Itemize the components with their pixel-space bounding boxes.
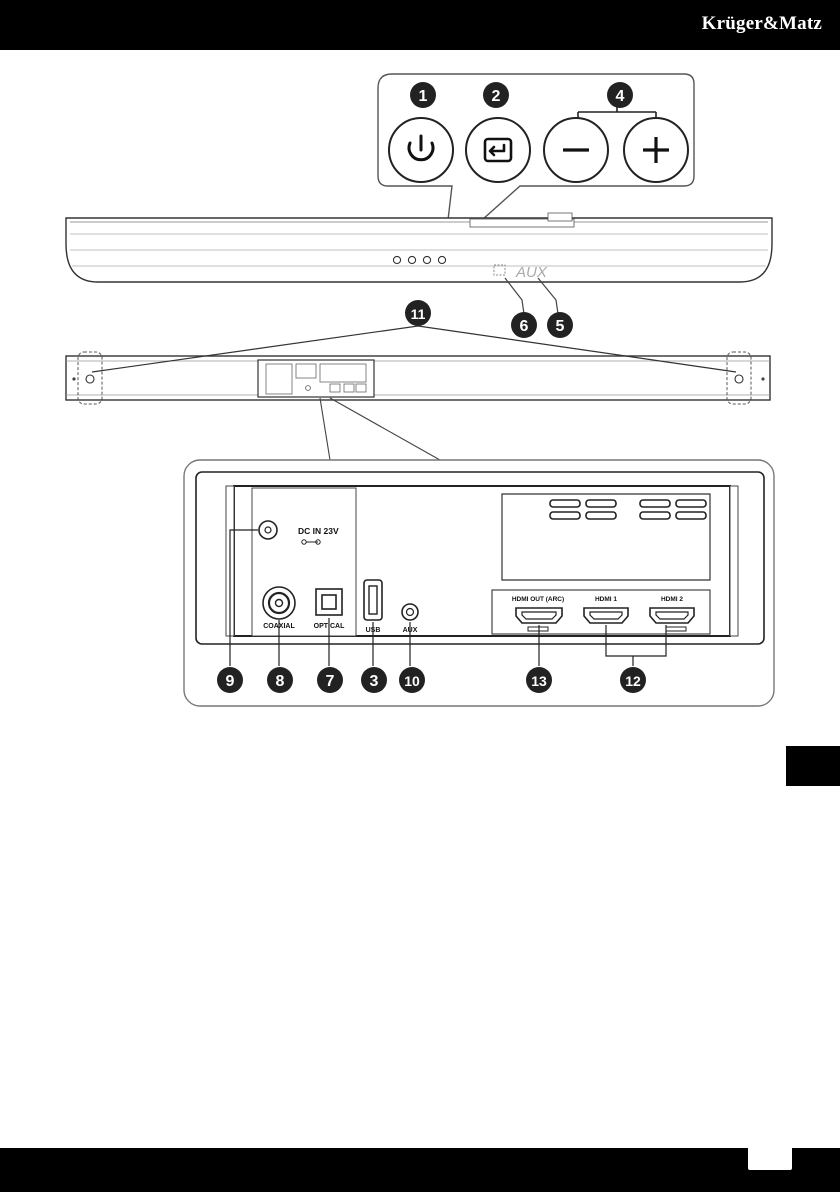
source-button[interactable] <box>466 118 530 182</box>
callout-13: 13 <box>526 667 552 693</box>
callout-4: 4 <box>607 82 633 108</box>
callout-11: 11 <box>405 300 431 326</box>
volume-down-button[interactable] <box>544 118 608 182</box>
svg-text:8: 8 <box>276 673 285 690</box>
soundbar-front-view: AUX <box>66 213 772 314</box>
callout-3: 3 <box>361 667 387 693</box>
svg-text:12: 12 <box>625 673 641 689</box>
svg-text:9: 9 <box>226 673 235 690</box>
callout-6: 6 <box>511 312 537 338</box>
svg-text:5: 5 <box>556 318 565 335</box>
soundbar-rear-view <box>66 326 770 460</box>
svg-text:13: 13 <box>531 673 547 689</box>
hdmi1-label: HDMI 1 <box>595 596 617 603</box>
footer-bar <box>0 1148 840 1192</box>
svg-text:4: 4 <box>616 88 625 105</box>
svg-text:2: 2 <box>492 88 501 105</box>
power-button[interactable] <box>389 118 453 182</box>
aux-indicator: AUX <box>515 264 548 281</box>
svg-text:11: 11 <box>411 306 426 322</box>
callout-12: 12 <box>620 667 646 693</box>
svg-text:1: 1 <box>419 88 428 105</box>
hdmi-out-label: HDMI OUT (ARC) <box>512 596 564 603</box>
callout-2: 2 <box>483 82 509 108</box>
svg-text:10: 10 <box>404 673 420 689</box>
soundbar-diagram: AUX <box>0 0 840 1150</box>
volume-up-button[interactable] <box>624 118 688 182</box>
svg-text:7: 7 <box>326 673 335 690</box>
callout-1: 1 <box>410 82 436 108</box>
svg-text:6: 6 <box>520 318 529 335</box>
language-tab <box>786 746 840 786</box>
svg-text:3: 3 <box>370 673 379 690</box>
callout-7: 7 <box>317 667 343 693</box>
callout-10: 10 <box>399 667 425 693</box>
callout-9: 9 <box>217 667 243 693</box>
page-number-box <box>748 1148 792 1170</box>
rear-panel-zoom: DC IN 23V COAXIAL OPTICAL USB AU <box>184 460 774 706</box>
callout-8: 8 <box>267 667 293 693</box>
callout-5: 5 <box>547 312 573 338</box>
dc-in-label: DC IN 23V <box>298 526 339 536</box>
hdmi2-label: HDMI 2 <box>661 596 683 603</box>
